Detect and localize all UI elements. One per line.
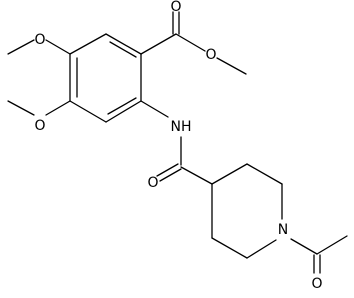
bond-pip-5 xyxy=(211,237,248,259)
bond-amide-c-pip xyxy=(180,166,213,185)
bond-ring-3 xyxy=(105,100,142,123)
bond-methoxy-lower-2 xyxy=(7,100,35,116)
bond-ring-4 xyxy=(69,100,107,123)
bond-ester-o-methyl xyxy=(216,57,247,75)
bond-pip-2 xyxy=(246,163,283,185)
atom-label-methoxy-lower-o: O xyxy=(34,118,45,134)
atom-label-methoxy-upper-o: O xyxy=(34,32,45,48)
bond-n-acetyl xyxy=(290,238,318,255)
atom-label-ester-carbonyl-o: O xyxy=(170,0,181,15)
bond-ring-6 xyxy=(69,33,107,55)
bond-methoxy-upper-2 xyxy=(7,39,35,55)
bond-methoxy-upper-1 xyxy=(45,39,71,55)
atom-label-ester-ether-o: O xyxy=(205,47,216,63)
bond-ring-1-inner xyxy=(109,41,137,58)
bond-acetyl-methyl xyxy=(316,235,348,255)
bond-pip-1 xyxy=(211,163,248,185)
atom-label-amide-carbonyl-o: O xyxy=(147,175,158,191)
bond-layer xyxy=(7,11,348,274)
bond-ester-c xyxy=(140,33,177,55)
bond-ring-3-inner xyxy=(107,97,137,115)
atom-label-acetyl-o: O xyxy=(311,276,322,292)
atom-label-piperidine-n: N xyxy=(278,222,288,238)
bond-ring-1 xyxy=(105,33,142,55)
bond-amide-c-o-double-b xyxy=(156,163,179,177)
atom-label-layer: O O O O NH O N O xyxy=(34,0,322,292)
atom-label-amide-nh: NH xyxy=(171,119,192,135)
bond-ester-c-o-single xyxy=(175,33,206,52)
bond-methoxy-lower-1 xyxy=(45,100,71,116)
bond-ring-nh xyxy=(140,100,169,118)
bond-pip-4 xyxy=(246,239,277,259)
bond-amide-c-o-double-a xyxy=(159,168,182,182)
